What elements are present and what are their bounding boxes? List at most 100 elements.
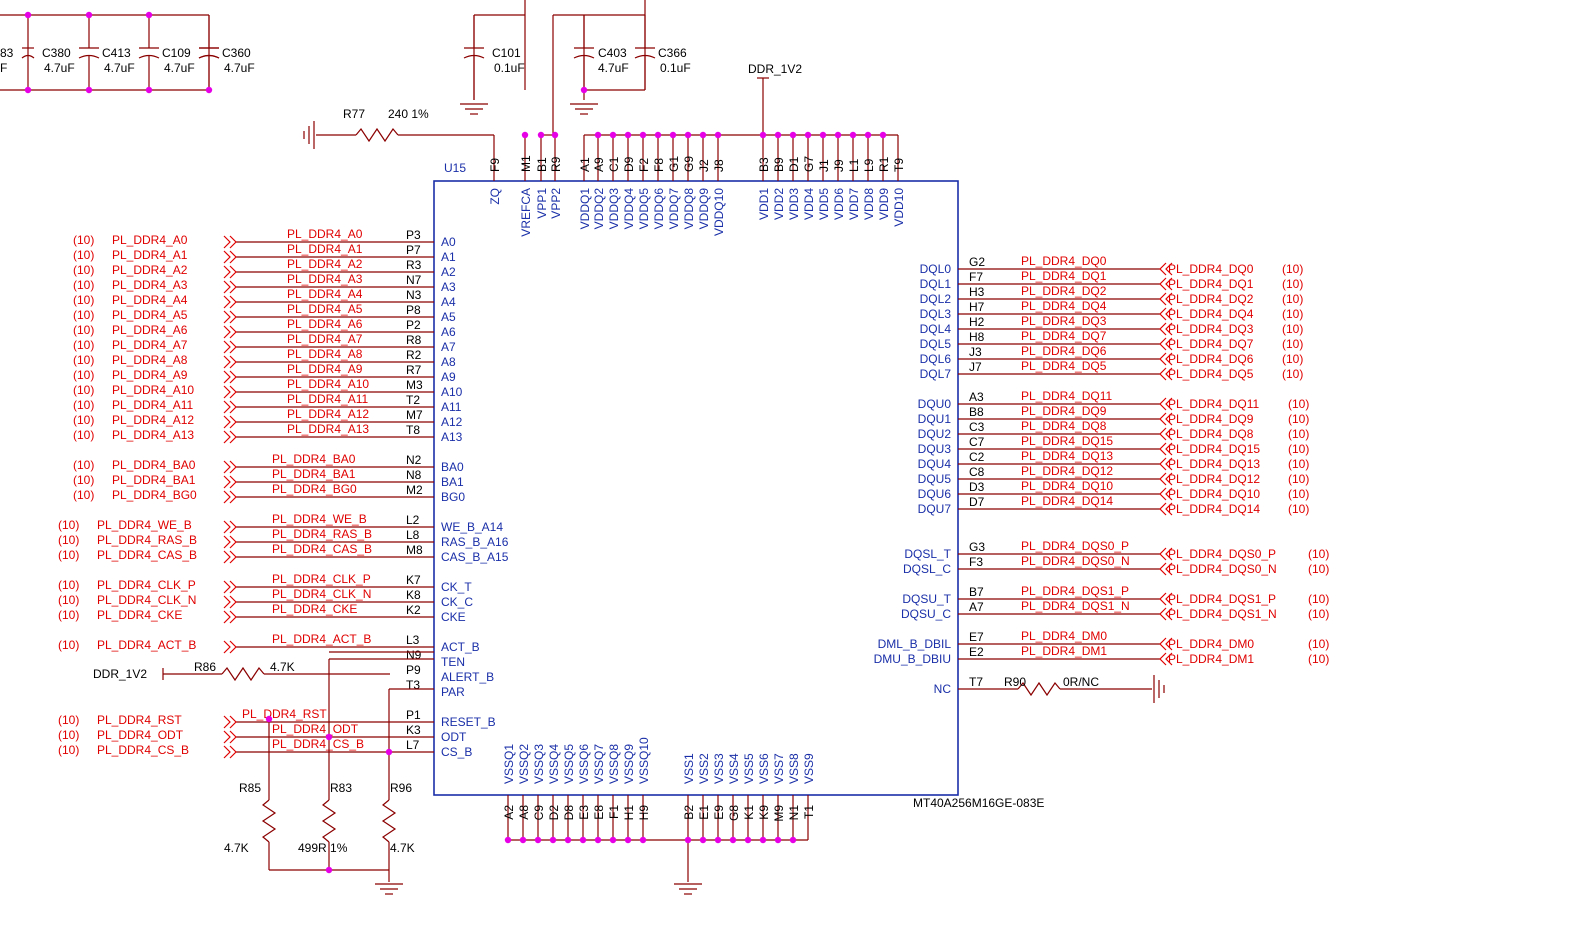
capacitor-c383[interactable]: 83F	[0, 15, 35, 90]
left-pin-ras_b_a16[interactable]: RAS_B_A16L8PL_DDR4_RAS_BPL_DDR4_RAS_B(10…	[58, 527, 509, 549]
left-pin-alert_b[interactable]: ALERT_BP9	[406, 663, 494, 684]
left-pin-cas_b_a15[interactable]: CAS_B_A15M8PL_DDR4_CAS_BPL_DDR4_CAS_B(10…	[58, 542, 509, 564]
ic-body[interactable]	[433, 180, 959, 796]
